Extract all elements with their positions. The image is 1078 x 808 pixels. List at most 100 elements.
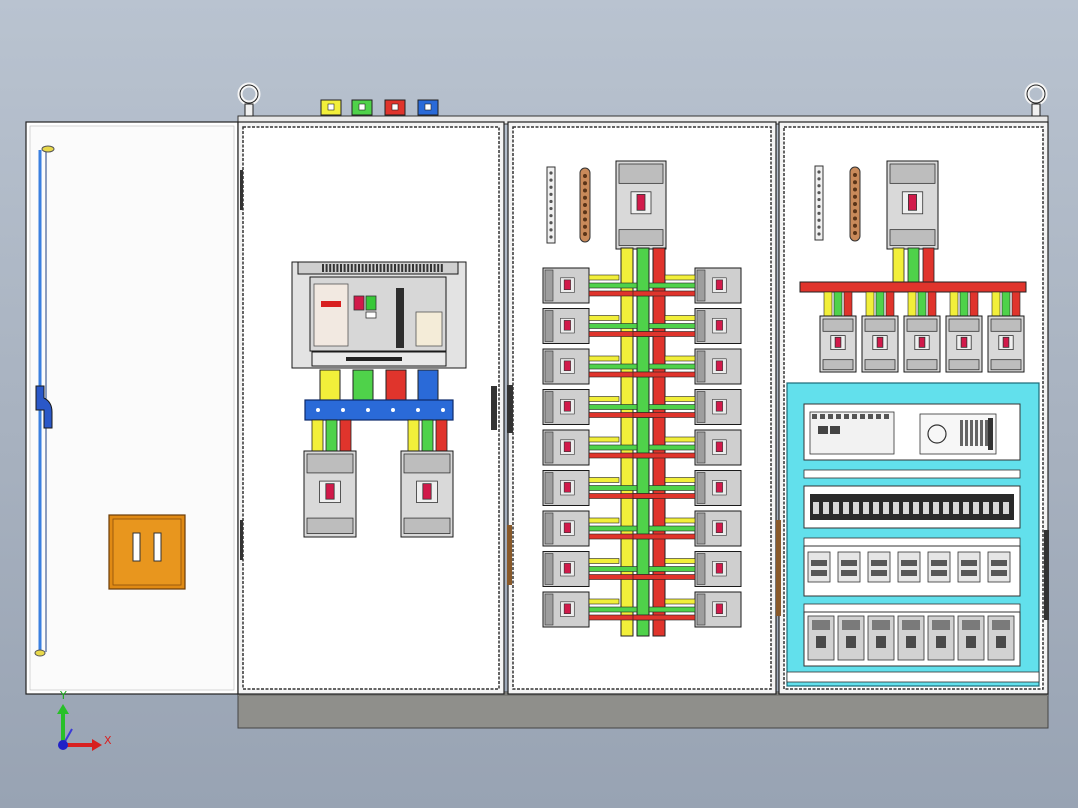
feeder-link-l2 — [588, 323, 638, 329]
feeder-terminal — [696, 472, 706, 504]
feeder-terminal — [696, 431, 706, 464]
cabinet-handle — [507, 385, 513, 433]
earth-bar-bolt — [853, 180, 857, 185]
feeder-toggle — [563, 401, 571, 412]
control-feeder-breaker — [819, 315, 857, 373]
feeder-terminal — [544, 472, 554, 504]
feeder-link-l1 — [588, 355, 620, 362]
lifting-eye-outline — [239, 84, 259, 104]
neutral-bar — [814, 165, 824, 241]
plc-terminal — [836, 414, 841, 419]
contactor-face — [936, 636, 946, 648]
contactor-terminals — [962, 620, 980, 630]
plc-terminal — [884, 414, 889, 419]
feeder-breaker-left — [542, 551, 590, 587]
acb-vent — [397, 264, 400, 272]
breaker-top-terminals — [864, 318, 896, 332]
earth-bar-bolt — [853, 202, 857, 206]
acb-vent — [437, 264, 440, 272]
x-axis-label: X — [104, 734, 112, 747]
incomer-drop-bar — [311, 419, 324, 455]
acb-nameplate — [313, 283, 349, 347]
lifting-eye-stem — [1031, 103, 1041, 117]
power-supply-fan — [927, 424, 947, 444]
neutral-bar-hole — [817, 225, 821, 229]
earth-bar-bolt — [583, 232, 587, 236]
contactor-face — [876, 636, 886, 648]
terminal-block — [1003, 502, 1009, 514]
control-drop-l1 — [865, 291, 875, 319]
feeder-link-l3 — [632, 331, 696, 337]
breaker-top-terminals — [889, 163, 936, 184]
plc-terminal — [828, 414, 833, 419]
breaker-top-terminals — [990, 318, 1022, 332]
plc-terminal — [852, 414, 857, 419]
relay-module — [957, 551, 981, 583]
control-drop-l1 — [949, 291, 959, 319]
feeder-link-l2 — [648, 404, 696, 410]
earth-bar-bolt — [853, 223, 857, 228]
breaker-bottom-terminals — [906, 359, 938, 371]
terminal-block — [973, 502, 979, 514]
breaker-toggle — [960, 336, 968, 348]
feeder-toggle — [563, 603, 571, 615]
relay-contact — [871, 570, 887, 576]
feeder-link-l2 — [588, 444, 638, 451]
power-supply — [919, 413, 997, 455]
control-feeder-breaker — [903, 315, 941, 373]
neutral-bar — [546, 166, 556, 244]
terminal-block — [933, 502, 939, 514]
door-handle-slot — [153, 532, 162, 562]
feeder-link-l2 — [648, 282, 696, 289]
din-separator — [803, 469, 1021, 479]
breaker-bottom-terminals — [403, 517, 451, 534]
feeder-link-l2 — [648, 363, 696, 370]
terminal-block — [953, 502, 959, 514]
relay-contact — [991, 570, 1007, 576]
acb-vent — [401, 264, 404, 272]
feeder-toggle — [715, 360, 723, 371]
busbar-bolt — [366, 408, 370, 412]
feeder-link-l1 — [664, 315, 696, 321]
terminal-block — [913, 502, 919, 514]
feeder-breaker-left — [542, 348, 590, 385]
acb-vent — [361, 264, 364, 272]
phase-tag-hole — [391, 103, 399, 111]
plc-terminal — [844, 414, 849, 419]
earth-bar-bolt — [853, 187, 857, 192]
control-drop-l3 — [927, 291, 937, 319]
incomer-phase-bar — [352, 369, 374, 403]
axis-origin — [58, 740, 68, 750]
acb-vent — [350, 264, 353, 272]
neutral-bar-hole — [549, 199, 553, 204]
power-supply-vent — [960, 420, 963, 446]
acb-vent — [332, 264, 335, 272]
acb-vent — [336, 264, 339, 272]
feeder-toggle — [563, 360, 571, 371]
feeder-terminal — [696, 350, 706, 383]
earth-bar-bolt — [853, 231, 857, 235]
neutral-bar-hole — [817, 204, 821, 209]
relay-contact — [901, 570, 917, 576]
feeder-terminal — [544, 593, 554, 626]
feeder-toggle — [715, 482, 723, 493]
plinth-base — [237, 691, 1049, 729]
distribution-main-mccb — [615, 160, 667, 250]
feeder-link-l1 — [664, 598, 696, 605]
breaker-top-terminals — [618, 163, 664, 184]
feeder-link-l2 — [588, 404, 638, 410]
feeder-breaker-right — [694, 348, 742, 385]
acb-vent — [433, 264, 436, 272]
acb-vent — [358, 264, 360, 272]
feeder-link-l2 — [588, 525, 638, 532]
feeder-link-l2 — [648, 566, 696, 572]
feeder-link-l1 — [664, 274, 696, 281]
plc-terminal — [876, 414, 881, 419]
acb-vent — [408, 264, 411, 272]
feeder-toggle — [563, 320, 571, 331]
breaker-bottom-terminals — [889, 229, 936, 246]
door-handle-slot — [132, 532, 141, 562]
din-separator — [803, 603, 1021, 613]
control-drop-l3 — [1011, 291, 1021, 319]
